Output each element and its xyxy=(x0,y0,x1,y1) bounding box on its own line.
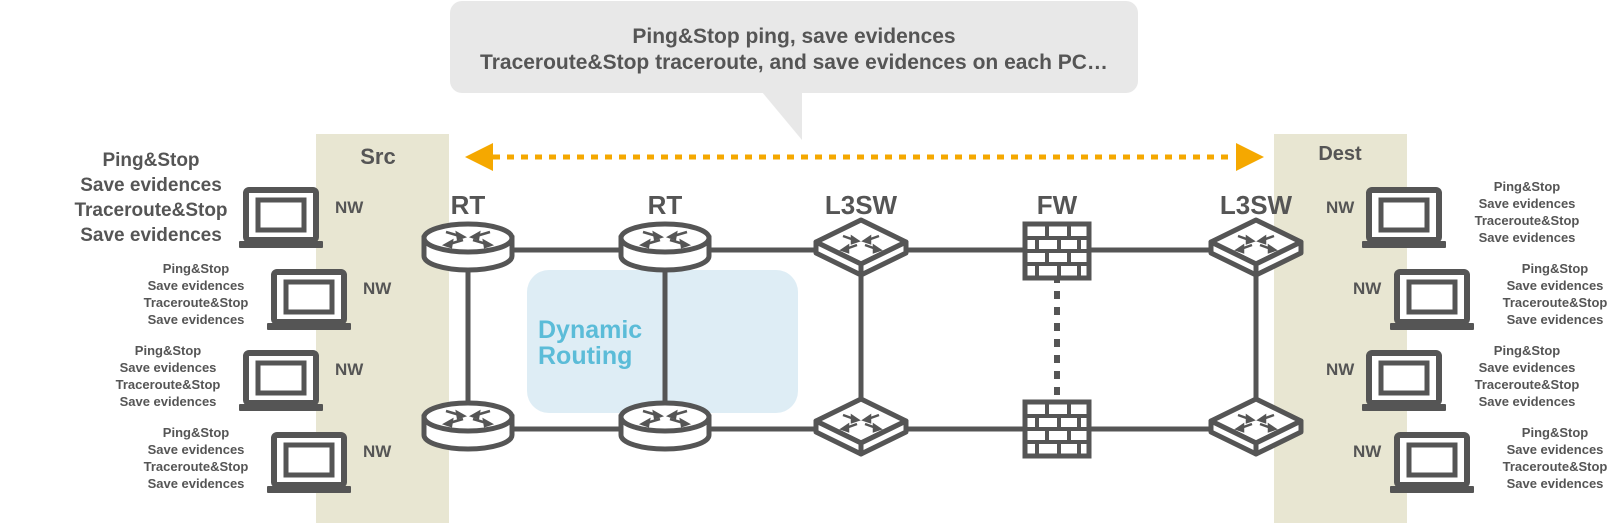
nw-label: NW xyxy=(1326,198,1355,217)
nw-label: NW xyxy=(363,279,392,298)
pc-text-save: Save evidences xyxy=(80,225,222,246)
switch-icon xyxy=(816,220,906,275)
pc-text-ping: Ping&Stop xyxy=(163,425,229,440)
nw-label: NW xyxy=(1326,360,1355,379)
pc-text-ping: Ping&Stop xyxy=(102,150,199,171)
pc-text-save: Save evidences xyxy=(1479,196,1576,211)
pc-text-save: Save evidences xyxy=(148,442,245,457)
laptop-icon xyxy=(1362,353,1446,411)
callout-line-2: Traceroute&Stop traceroute, and save evi… xyxy=(480,51,1108,74)
dest-pc-3: NW Ping&Stop Save evidences Traceroute&S… xyxy=(1326,343,1579,411)
pc-text-traceroute: Traceroute&Stop xyxy=(116,377,221,392)
pc-text-ping: Ping&Stop xyxy=(1522,261,1588,276)
pc-text-traceroute: Traceroute&Stop xyxy=(1503,295,1608,310)
laptop-icon xyxy=(267,272,351,330)
dest-pc-1: NW Ping&Stop Save evidences Traceroute&S… xyxy=(1326,179,1579,248)
pc-text-save: Save evidences xyxy=(1507,442,1604,457)
switch-icon xyxy=(816,399,906,454)
pc-text-save: Save evidences xyxy=(148,278,245,293)
router-label-2: RT xyxy=(648,190,683,220)
pc-text-save: Save evidences xyxy=(1479,360,1576,375)
callout-bubble: Ping&Stop ping, save evidences Tracerout… xyxy=(450,1,1138,140)
pc-text-traceroute: Traceroute&Stop xyxy=(144,295,249,310)
pc-text-ping: Ping&Stop xyxy=(163,261,229,276)
laptop-icon xyxy=(239,353,323,411)
dest-zone-label: Dest xyxy=(1318,143,1362,165)
router-label-1: RT xyxy=(451,190,486,220)
dest-pc-2: NW Ping&Stop Save evidences Traceroute&S… xyxy=(1353,261,1607,330)
nw-label: NW xyxy=(1353,279,1382,298)
laptop-icon xyxy=(1390,435,1474,493)
pc-text-traceroute: Traceroute&Stop xyxy=(74,200,227,221)
firewall-icon xyxy=(1025,402,1089,456)
nw-label: NW xyxy=(335,198,364,217)
pc-text-ping: Ping&Stop xyxy=(1494,343,1560,358)
pc-text-traceroute: Traceroute&Stop xyxy=(144,459,249,474)
src-pc-1: NW Ping&Stop Save evidences Traceroute&S… xyxy=(74,150,364,248)
path-arrow xyxy=(465,143,1264,171)
dynamic-routing-label-2: Routing xyxy=(538,342,632,370)
l3switch-label-2: L3SW xyxy=(1220,190,1293,220)
src-pc-4: NW Ping&Stop Save evidences Traceroute&S… xyxy=(144,425,392,493)
router-icon xyxy=(424,403,512,449)
pc-text-save: Save evidences xyxy=(120,360,217,375)
pc-text-ping: Ping&Stop xyxy=(1522,425,1588,440)
nw-label: NW xyxy=(363,442,392,461)
pc-text-save: Save evidences xyxy=(1507,278,1604,293)
nw-label: NW xyxy=(1353,442,1382,461)
pc-text-traceroute: Traceroute&Stop xyxy=(1503,459,1608,474)
router-icon xyxy=(621,224,709,270)
pc-text-ping: Ping&Stop xyxy=(135,343,201,358)
firewall-label: FW xyxy=(1037,190,1078,220)
dest-pc-4: NW Ping&Stop Save evidences Traceroute&S… xyxy=(1353,425,1607,493)
pc-text-traceroute: Traceroute&Stop xyxy=(1475,213,1580,228)
callout-line-1: Ping&Stop ping, save evidences xyxy=(632,25,955,48)
pc-text-save: Save evidences xyxy=(120,394,217,409)
laptop-icon xyxy=(1390,272,1474,330)
firewall-icon xyxy=(1025,224,1089,278)
laptop-icon xyxy=(239,190,323,248)
dynamic-routing-label-1: Dynamic xyxy=(538,316,642,344)
src-zone-label: Src xyxy=(360,144,395,169)
src-pc-2: NW Ping&Stop Save evidences Traceroute&S… xyxy=(144,261,392,330)
pc-text-ping: Ping&Stop xyxy=(1494,179,1560,194)
pc-text-save: Save evidences xyxy=(1479,230,1576,245)
pc-text-save: Save evidences xyxy=(1507,476,1604,491)
pc-text-save: Save evidences xyxy=(148,312,245,327)
pc-text-save: Save evidences xyxy=(80,175,222,196)
nw-label: NW xyxy=(335,360,364,379)
src-pc-3: NW Ping&Stop Save evidences Traceroute&S… xyxy=(116,343,364,411)
laptop-icon xyxy=(1362,190,1446,248)
router-icon xyxy=(621,403,709,449)
laptop-icon xyxy=(267,435,351,493)
pc-text-save: Save evidences xyxy=(1479,394,1576,409)
pc-text-traceroute: Traceroute&Stop xyxy=(1475,377,1580,392)
router-icon xyxy=(424,224,512,270)
pc-text-save: Save evidences xyxy=(148,476,245,491)
l3switch-label-1: L3SW xyxy=(825,190,898,220)
pc-text-save: Save evidences xyxy=(1507,312,1604,327)
